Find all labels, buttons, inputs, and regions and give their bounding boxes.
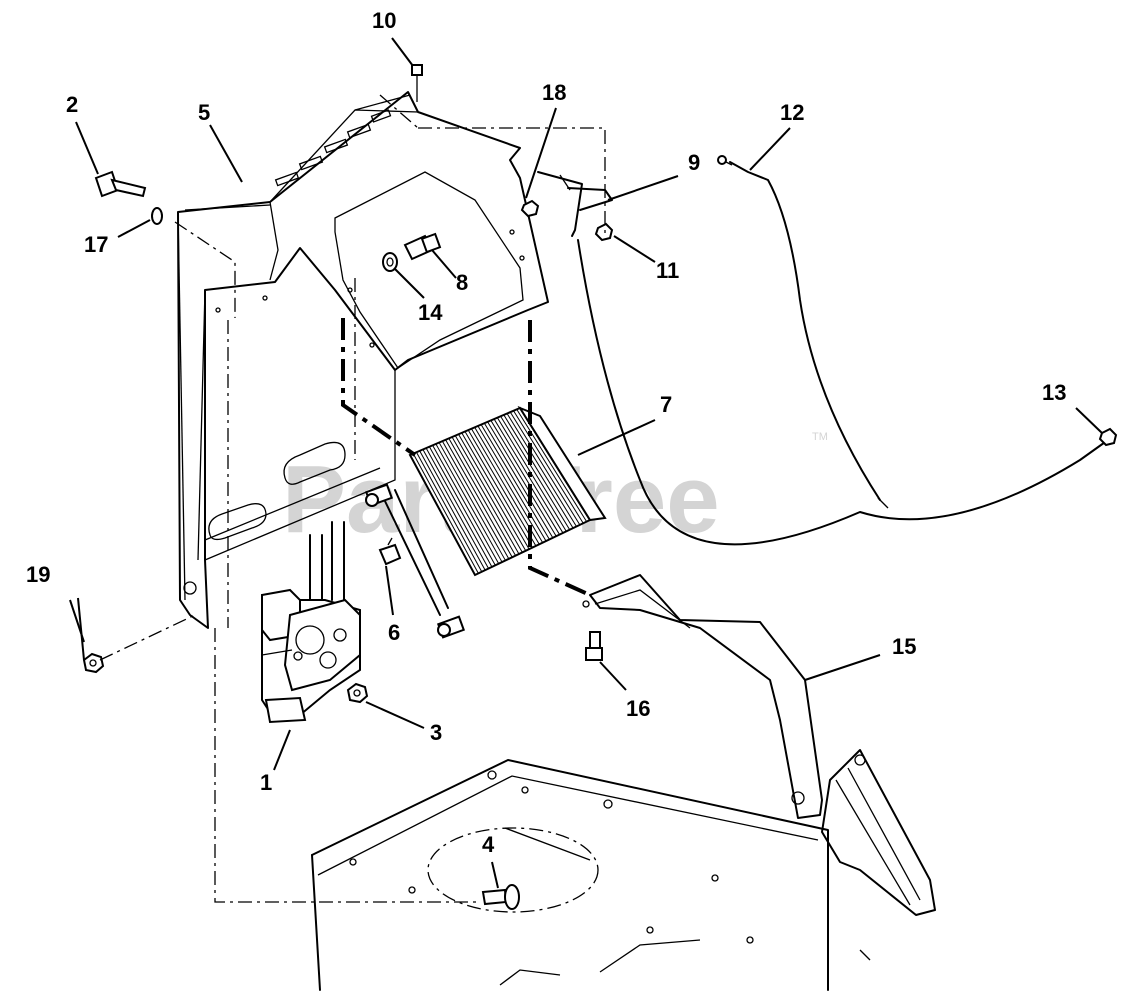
callout-2[interactable]: 2 xyxy=(66,92,78,117)
radiator-fin xyxy=(519,407,591,521)
part-15-support-arm[interactable] xyxy=(582,574,823,819)
part-17-washer[interactable] xyxy=(151,207,163,225)
part-11-nut[interactable] xyxy=(594,222,614,242)
part-10-screw[interactable] xyxy=(411,64,423,102)
radiator-fin xyxy=(461,432,530,550)
callout-3[interactable]: 3 xyxy=(430,720,442,745)
part-9-cable-bracket[interactable] xyxy=(537,171,613,237)
radiator-fin xyxy=(503,414,574,529)
callout-16[interactable]: 16 xyxy=(626,696,650,721)
callout-17[interactable]: 17 xyxy=(84,232,108,257)
callout-11[interactable]: 11 xyxy=(656,258,679,283)
watermark-trademark: TM xyxy=(812,431,828,443)
part-2-bolt[interactable] xyxy=(94,170,147,198)
callout-labels: 1 2 3 4 5 6 7 8 9 10 11 12 13 14 15 16 1… xyxy=(26,8,1066,857)
radiator-fin xyxy=(513,410,584,524)
radiator-fin xyxy=(471,428,540,545)
part-5-mounting-bracket[interactable] xyxy=(177,91,549,629)
part-19-nut[interactable] xyxy=(82,652,105,674)
callout-6[interactable]: 6 xyxy=(388,620,400,645)
callout-1[interactable]: 1 xyxy=(260,770,272,795)
radiator-fin xyxy=(509,411,581,526)
callout-8[interactable]: 8 xyxy=(456,270,468,295)
radiator-fin xyxy=(441,440,510,560)
callout-15[interactable]: 15 xyxy=(892,634,916,659)
assembly-guide-lines xyxy=(99,94,606,903)
part-7-heat-exchanger[interactable] xyxy=(382,405,607,616)
frame-deck-plate xyxy=(311,749,936,991)
radiator-fin xyxy=(454,435,523,553)
radiator-fin xyxy=(490,420,560,535)
radiator-fin xyxy=(516,409,588,522)
callout-19[interactable]: 19 xyxy=(26,562,50,587)
callout-5[interactable]: 5 xyxy=(198,100,210,125)
part-3-nut[interactable] xyxy=(346,682,369,704)
part-13-nut[interactable] xyxy=(1098,427,1118,447)
radiator-fin xyxy=(451,436,520,555)
radiator-fin xyxy=(409,454,476,576)
radiator-fin xyxy=(448,438,517,556)
fitting-upper[interactable] xyxy=(364,483,394,507)
part-6-clip[interactable] xyxy=(378,537,402,566)
radiator-fin xyxy=(425,447,493,568)
radiator-fin xyxy=(438,442,506,561)
radiator-fin xyxy=(416,451,483,573)
radiator-fin xyxy=(506,413,577,527)
radiator-fin xyxy=(419,450,486,571)
callout-7[interactable]: 7 xyxy=(660,392,672,417)
part-8-bolt[interactable] xyxy=(403,232,442,261)
callout-leaders xyxy=(69,37,1103,889)
callout-4[interactable]: 4 xyxy=(482,832,495,857)
radiator-fin xyxy=(435,443,503,563)
part-4-bolt[interactable] xyxy=(481,884,520,910)
fitting-lower[interactable] xyxy=(436,615,466,639)
radiator-fin xyxy=(474,427,544,543)
radiator-fin xyxy=(483,422,554,539)
radiator-fin xyxy=(477,425,547,542)
radiator-fin xyxy=(432,445,500,564)
radiator-fin xyxy=(500,416,571,530)
radiator-fin xyxy=(428,446,496,566)
part-14-washer[interactable] xyxy=(382,252,398,272)
radiator-fin xyxy=(412,453,479,574)
radiator-fin xyxy=(487,421,557,537)
callout-14[interactable]: 14 xyxy=(418,300,443,325)
radiator-fin xyxy=(422,449,489,569)
callout-12[interactable]: 12 xyxy=(780,100,804,125)
part-12-cable[interactable] xyxy=(577,155,1109,546)
callout-9[interactable]: 9 xyxy=(688,150,700,175)
callout-10[interactable]: 10 xyxy=(372,8,396,33)
part-16-bolt[interactable] xyxy=(585,631,603,661)
radiator-fin xyxy=(467,429,537,547)
part-18-nut[interactable] xyxy=(520,199,540,218)
callout-13[interactable]: 13 xyxy=(1042,380,1066,405)
part-1-control-valve[interactable] xyxy=(261,521,361,724)
radiator-fin xyxy=(480,424,550,540)
callout-18[interactable]: 18 xyxy=(542,80,566,105)
radiator-fin xyxy=(464,431,533,548)
radiator-fin xyxy=(445,439,513,558)
radiator-fin xyxy=(458,434,527,551)
